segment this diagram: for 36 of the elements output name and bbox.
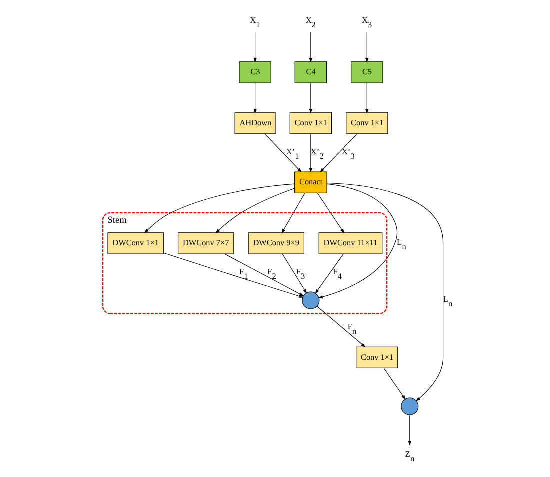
node-box: Conv 1×1 (289, 112, 332, 134)
arrow (281, 193, 305, 234)
arrow (224, 254, 304, 296)
node-box: C4 (294, 62, 327, 84)
arrow (144, 184, 295, 234)
arrow (316, 193, 344, 234)
arrow (365, 82, 368, 114)
arrow (326, 182, 444, 402)
arrow (383, 368, 406, 400)
arrow (215, 188, 295, 234)
arrow (320, 134, 358, 173)
node-box: DWConv 9×9 (248, 232, 304, 254)
arrow (253, 32, 256, 63)
node-box: Conact (294, 172, 327, 194)
arrow (308, 82, 312, 114)
node-box: Conv 1×1 (346, 112, 388, 134)
arrow (253, 82, 256, 114)
node-circle (400, 398, 418, 416)
node-box: C5 (350, 62, 383, 84)
node-box: DWConv 7×7 (178, 232, 234, 254)
arrow (408, 414, 412, 446)
node-box: C3 (238, 62, 271, 84)
arrow (162, 252, 304, 298)
arrow (308, 32, 312, 63)
arrow (264, 134, 302, 173)
arrow (318, 184, 398, 299)
node-box: DWConv 1×1 (107, 232, 164, 254)
node-circle (302, 292, 320, 310)
node-box: AHDown (234, 112, 276, 134)
arrow (316, 306, 366, 348)
arrow (314, 254, 344, 294)
arrow (365, 32, 368, 63)
arrow (282, 254, 307, 294)
node-box: DWConv 11×11 (318, 232, 382, 254)
node-box: Conv 1×1 (356, 346, 398, 369)
arrow (308, 134, 312, 173)
